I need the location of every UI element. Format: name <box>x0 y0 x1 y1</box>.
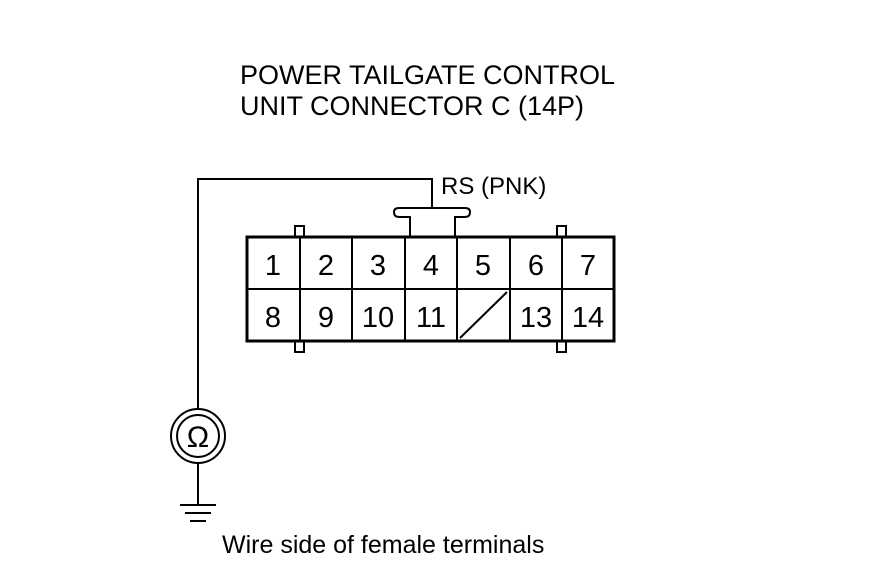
terminal-number: 11 <box>416 302 446 334</box>
terminal-number: 1 <box>265 250 281 282</box>
terminal-number: 2 <box>318 250 334 282</box>
ohmmeter-icon: Ω <box>170 408 226 464</box>
terminal-number: 14 <box>572 302 604 334</box>
terminal-number: 5 <box>475 250 491 282</box>
empty-cavity-mark <box>459 291 508 339</box>
wire-label-rs-pnk: RS (PNK) <box>441 173 547 200</box>
diagram-title-line-1: POWER TAILGATE CONTROL <box>240 60 616 90</box>
terminal-number: 4 <box>423 250 439 282</box>
terminal-number: 13 <box>520 302 552 334</box>
diagram-caption: Wire side of female terminals <box>222 531 545 559</box>
diagram-title-line-2: UNIT CONNECTOR C (14P) <box>240 91 585 121</box>
connector-lock-tab <box>392 207 472 237</box>
terminal-number: 8 <box>265 302 281 334</box>
terminal-number: 9 <box>318 302 334 334</box>
ground-icon <box>180 504 216 522</box>
ohm-symbol: Ω <box>187 421 209 454</box>
terminal-number: 7 <box>580 250 596 282</box>
terminal-number: 3 <box>370 250 386 282</box>
connector-cell-dividers <box>299 237 563 341</box>
terminal-number: 10 <box>362 302 394 334</box>
terminal-number: 6 <box>528 250 544 282</box>
